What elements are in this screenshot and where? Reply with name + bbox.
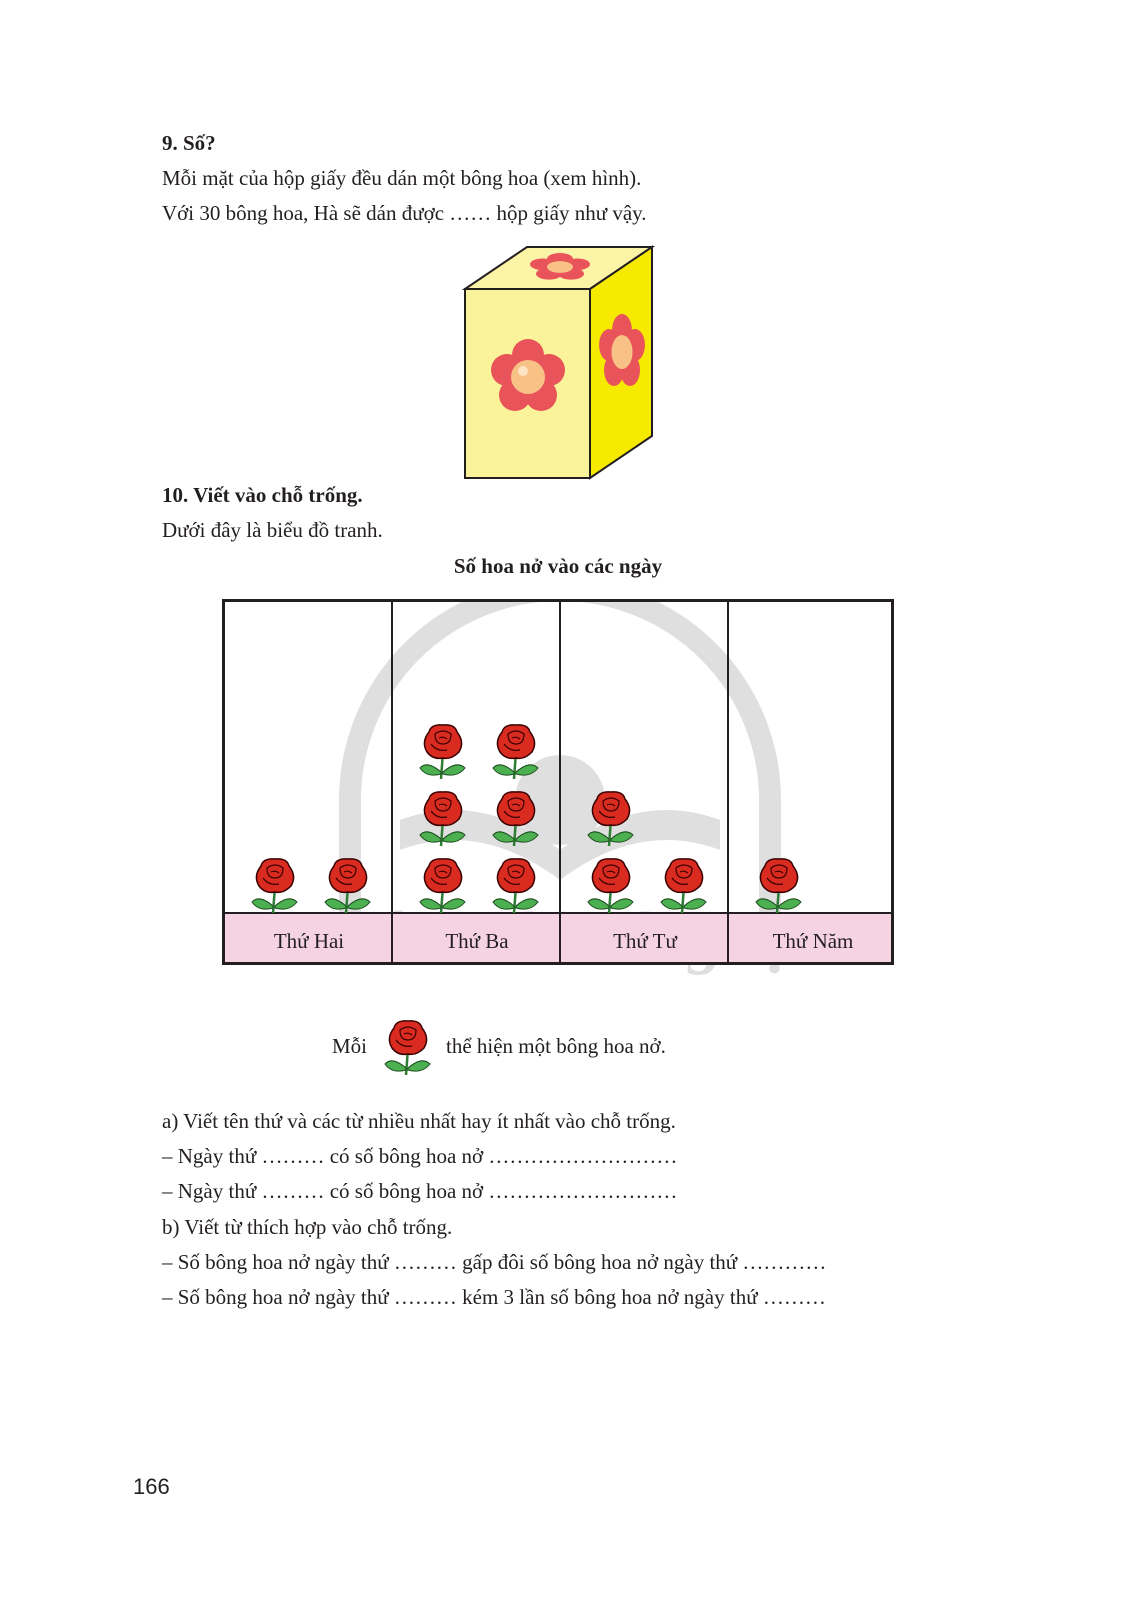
exercise-10-title: 10. Viết vào chỗ trống.	[162, 483, 363, 507]
legend-suffix: thể hiện một bông hoa nở.	[446, 1034, 666, 1058]
rose-icon	[418, 790, 467, 847]
rose-icon	[491, 790, 540, 847]
paper-box-illustration	[462, 245, 656, 480]
day-label: Thứ Năm	[772, 929, 854, 953]
column-divider	[727, 602, 729, 962]
page-number: 166	[133, 1474, 170, 1499]
part-b-line-2: – Số bông hoa nở ngày thứ ……… kém 3 lần …	[162, 1285, 826, 1309]
flower-icon	[599, 314, 645, 386]
part-a-instruction: a) Viết tên thứ và các từ nhiều nhất hay…	[162, 1109, 676, 1133]
day-label: Thứ Ba	[445, 929, 509, 953]
rose-icon	[586, 790, 635, 847]
rose-icon	[586, 857, 635, 914]
rose-icon	[418, 857, 467, 914]
column-divider	[391, 602, 393, 962]
chart-legend: Mỗi thể hiện một bông hoa nở.	[0, 1018, 1140, 1078]
exercise-10-intro: Dưới đây là biểu đồ tranh.	[162, 518, 383, 542]
rose-icon	[323, 857, 372, 914]
rose-icon	[754, 857, 803, 914]
flower-icon	[530, 253, 590, 280]
rose-icon	[491, 723, 540, 780]
part-a-line-1: – Ngày thứ ……… có số bông hoa nở ……………………	[162, 1144, 678, 1168]
pictograph-chart: Thứ Hai Thứ Ba Thứ Tư Thứ Năm	[222, 599, 894, 965]
rose-icon	[383, 1019, 432, 1076]
rose-icon	[659, 857, 708, 914]
exercise-9-line-2: Với 30 bông hoa, Hà sẽ dán được …… hộp g…	[162, 201, 647, 225]
part-b-instruction: b) Viết từ thích hợp vào chỗ trống.	[162, 1215, 453, 1239]
rose-icon	[250, 857, 299, 914]
legend-prefix: Mỗi	[332, 1034, 368, 1058]
day-label-band	[225, 912, 891, 962]
exercise-9-line-1: Mỗi mặt của hộp giấy đều dán một bông ho…	[162, 166, 642, 190]
exercise-9-title: 9. Số?	[162, 131, 216, 155]
day-label: Thứ Hai	[273, 929, 345, 953]
chart-title: Số hoa nở vào các ngày	[453, 554, 663, 578]
rose-icon	[418, 723, 467, 780]
flower-icon	[491, 339, 565, 411]
column-divider	[559, 602, 561, 962]
rose-icon	[491, 857, 540, 914]
part-b-line-1: – Số bông hoa nở ngày thứ ……… gấp đôi số…	[162, 1250, 827, 1274]
part-a-line-2: – Ngày thứ ……… có số bông hoa nở ……………………	[162, 1179, 678, 1203]
day-label: Thứ Tư	[613, 929, 677, 953]
